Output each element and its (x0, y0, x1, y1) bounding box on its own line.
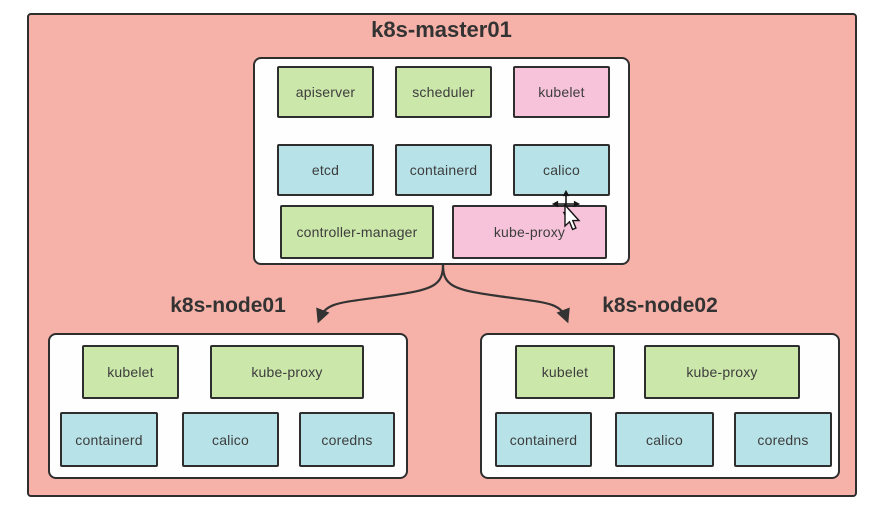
shape-kube-proxy-master[interactable]: kube-proxy (452, 205, 607, 259)
shape-calico-node01[interactable]: calico (182, 412, 279, 467)
cluster-title-master[interactable]: k8s-master01 (371, 17, 512, 42)
node02-panel[interactable]: kubelet kube-proxy containerd calico cor… (480, 333, 840, 479)
shape-kube-proxy-node01[interactable]: kube-proxy (210, 345, 364, 399)
shape-containerd-master[interactable]: containerd (395, 144, 492, 196)
shape-kubelet-master[interactable]: kubelet (513, 66, 610, 118)
shape-kube-proxy-node02[interactable]: kube-proxy (644, 345, 800, 399)
shape-calico-master[interactable]: calico (513, 144, 610, 196)
shape-kubelet-node02[interactable]: kubelet (515, 345, 615, 399)
shape-etcd[interactable]: etcd (277, 144, 374, 196)
cluster-title-node02[interactable]: k8s-node02 (602, 294, 718, 317)
shape-controller-manager[interactable]: controller-manager (280, 205, 434, 259)
shape-scheduler[interactable]: scheduler (395, 66, 492, 118)
shape-containerd-node01[interactable]: containerd (60, 412, 158, 467)
shape-kubelet-node01[interactable]: kubelet (82, 345, 179, 399)
cluster-title-node01[interactable]: k8s-node01 (170, 294, 286, 317)
node01-panel[interactable]: kubelet kube-proxy containerd calico cor… (48, 333, 408, 479)
shape-coredns-node02[interactable]: coredns (734, 412, 832, 467)
shape-apiserver[interactable]: apiserver (277, 66, 374, 118)
shape-calico-node02[interactable]: calico (615, 412, 714, 467)
shape-coredns-node01[interactable]: coredns (299, 412, 395, 467)
master-panel[interactable]: apiserver scheduler kubelet etcd contain… (253, 57, 630, 265)
shape-containerd-node02[interactable]: containerd (495, 412, 592, 467)
